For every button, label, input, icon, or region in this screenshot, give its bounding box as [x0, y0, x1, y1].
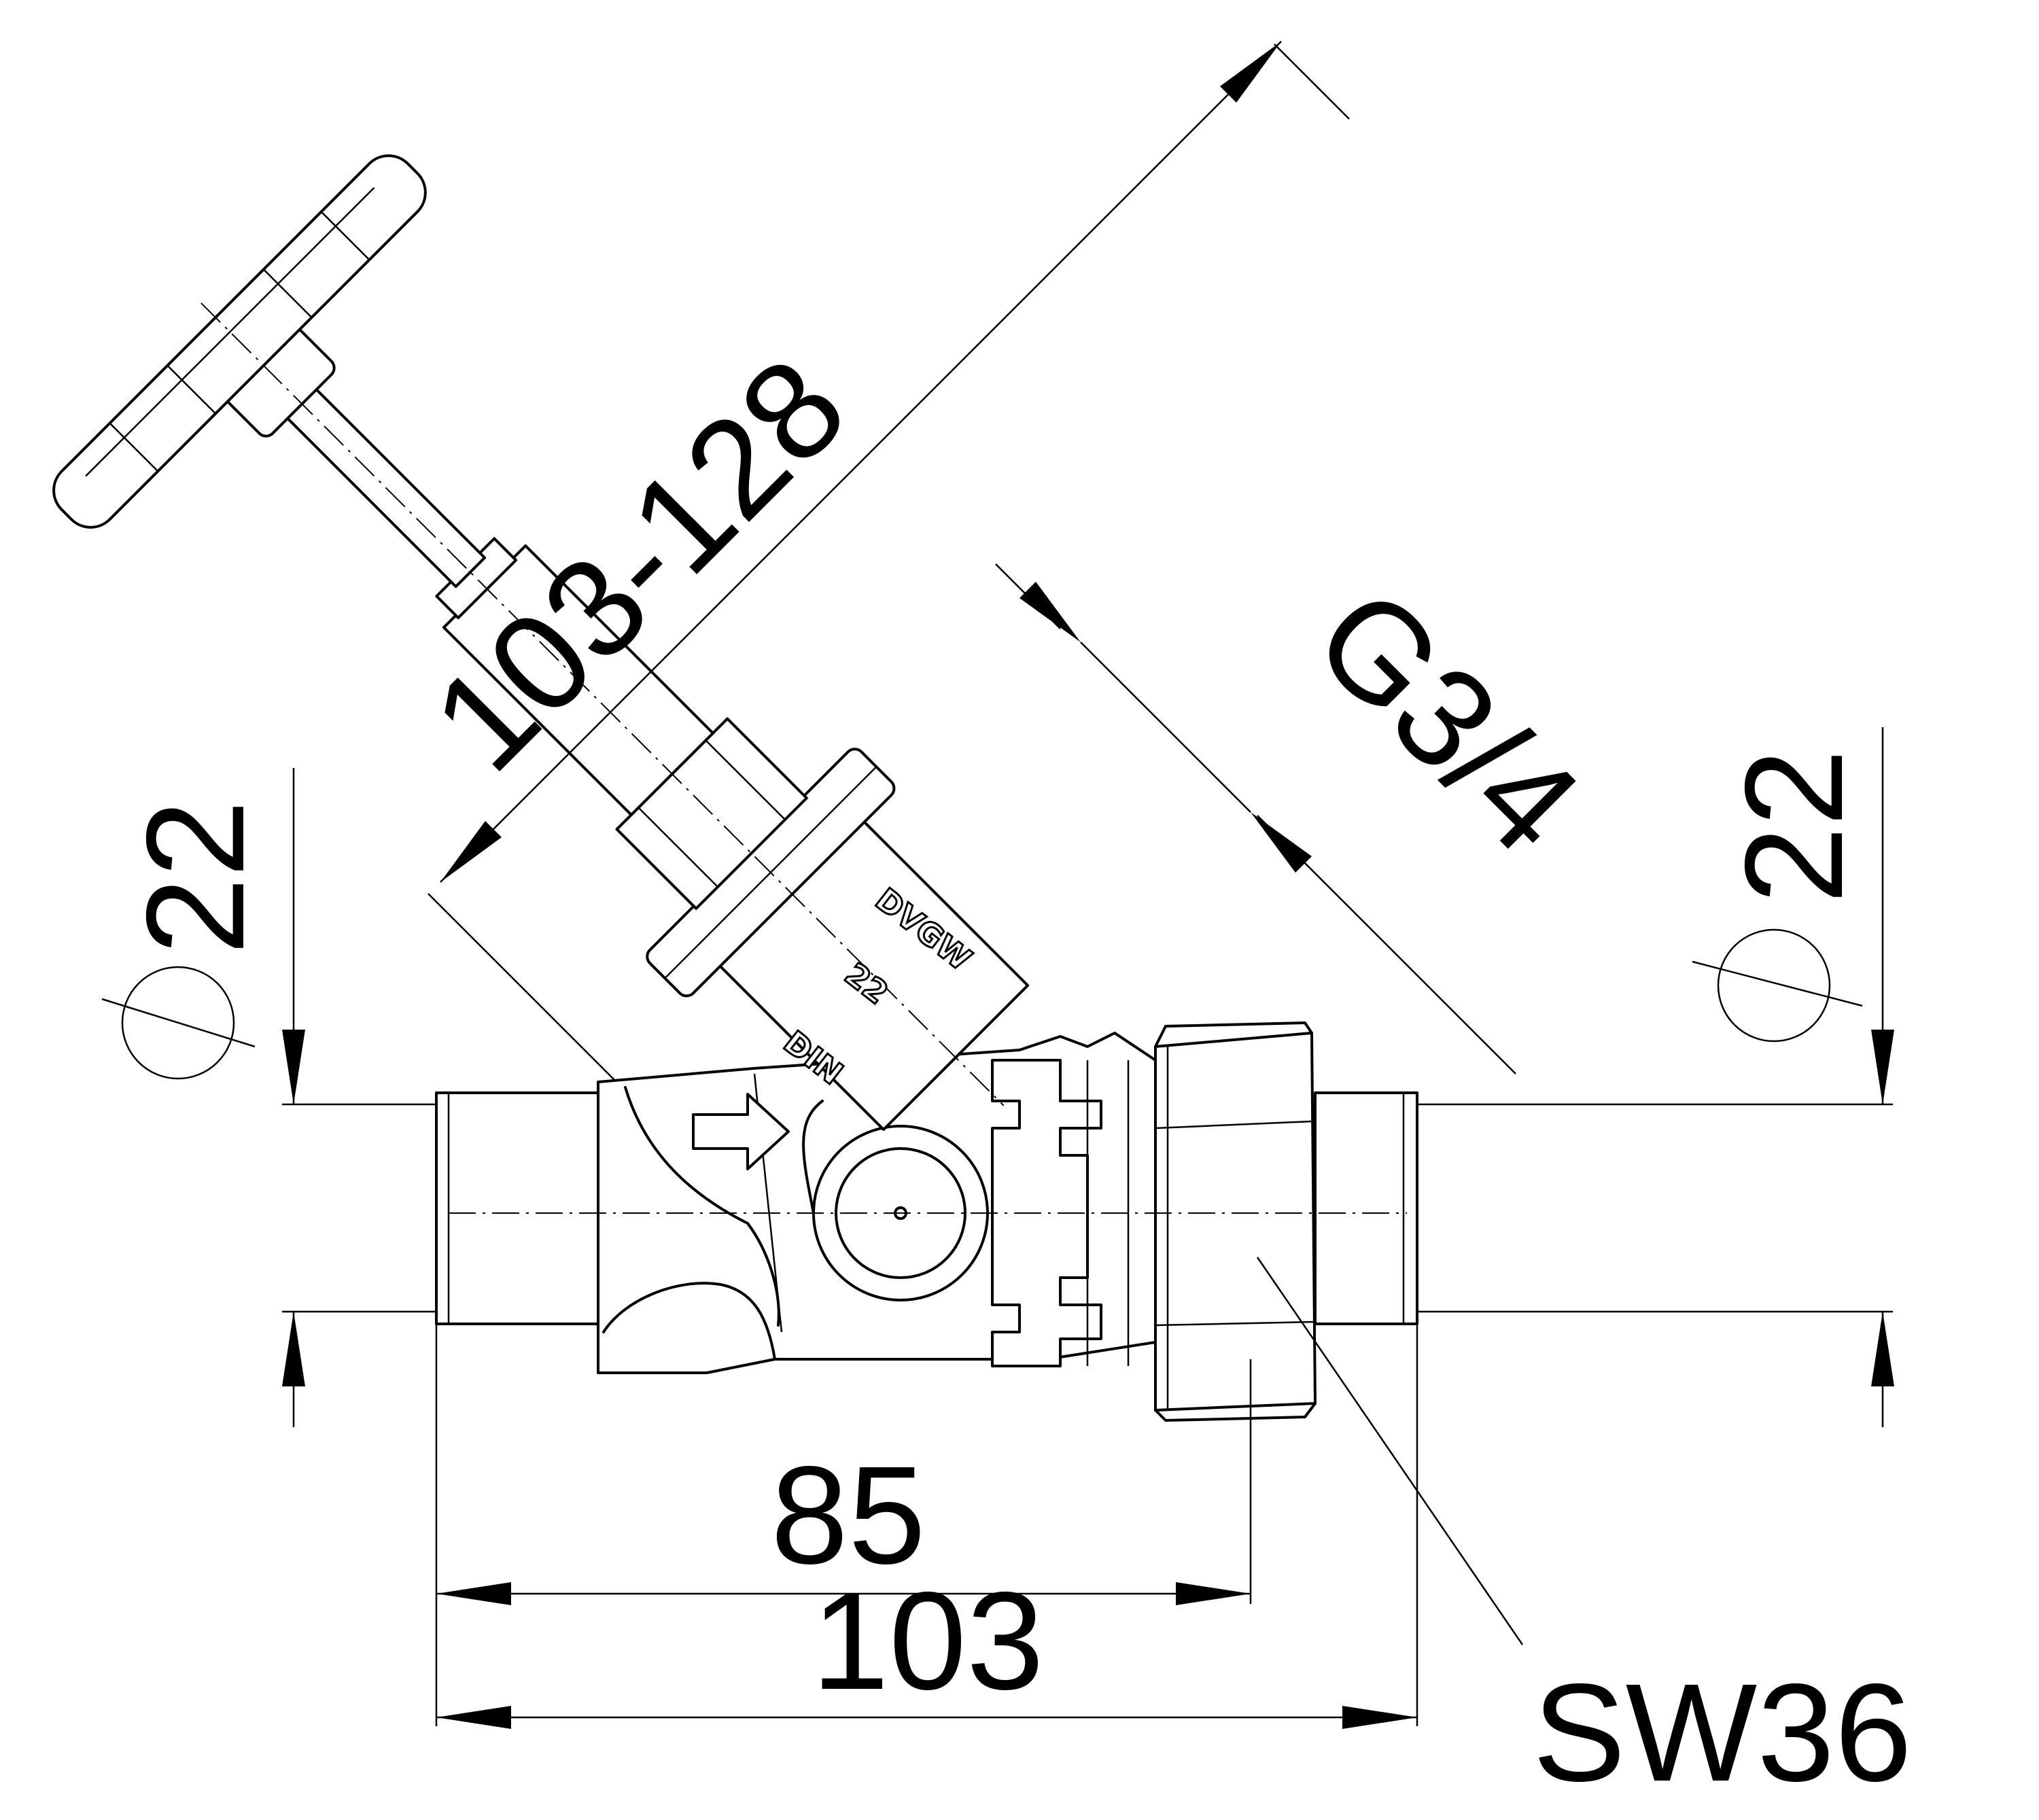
union-nut — [1154, 1021, 1317, 1422]
dim-length-85: 85 — [435, 1325, 1252, 1726]
dim-length-85-value: 85 — [771, 1437, 926, 1593]
dim-thread: G3/4 — [995, 559, 1609, 1074]
dim-diameter-right: 22 — [1417, 727, 1894, 1427]
dim-wrench-size: SW36 — [1256, 1257, 1912, 1810]
dim-thread-value: G3/4 — [1286, 559, 1609, 882]
right-pipe-stub — [1314, 1091, 1418, 1325]
diameter-symbol-icon — [1692, 928, 1863, 1043]
dim-diameter-left-value: 22 — [118, 800, 273, 955]
dim-diameter-left: 22 — [101, 768, 435, 1427]
dim-wrench-size-value: SW36 — [1533, 1655, 1912, 1810]
flow-direction-arrow-icon — [692, 1093, 790, 1170]
dim-diameter-right-value: 22 — [1716, 749, 1872, 904]
diameter-symbol-icon — [101, 966, 256, 1080]
valve-body — [435, 1032, 1157, 1374]
castellated-ring — [991, 1059, 1102, 1367]
dim-length-103-value: 103 — [812, 1563, 1044, 1719]
left-pipe-stub — [435, 1091, 606, 1325]
dim-length-103: 103 — [436, 1325, 1418, 1729]
bonnet-assembly — [52, 154, 1030, 1132]
